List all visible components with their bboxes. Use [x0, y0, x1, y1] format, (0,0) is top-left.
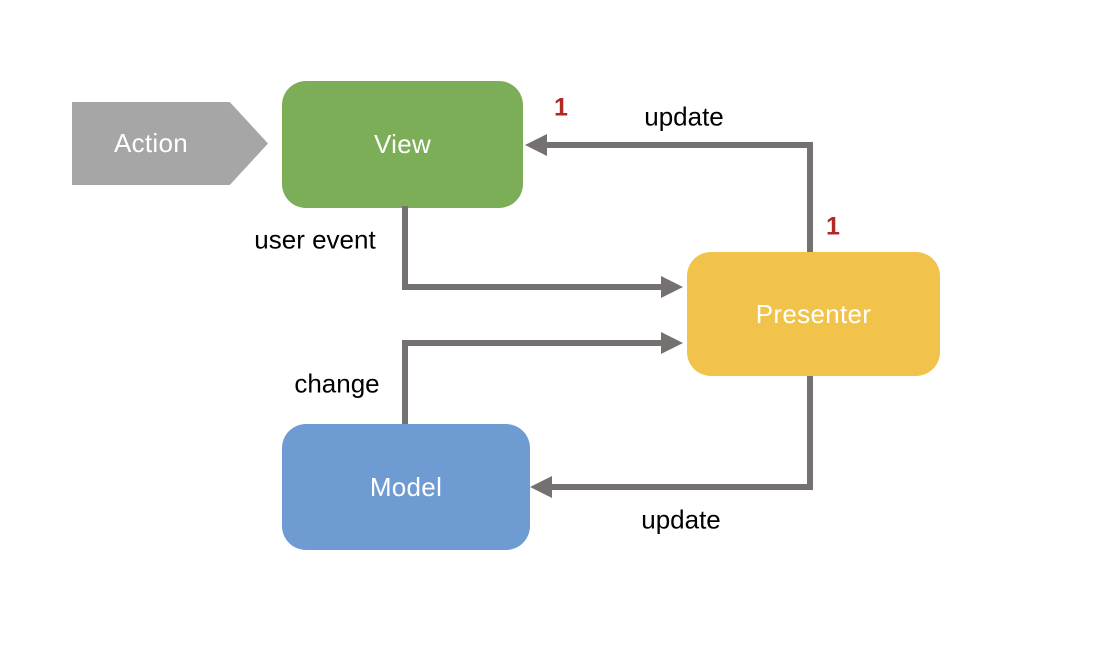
presenter-label: Presenter	[755, 298, 872, 329]
model-node: Model	[282, 424, 530, 550]
model-label: Model	[369, 471, 443, 502]
presenter-node: Presenter	[687, 252, 940, 376]
action-chevron-shape: Action	[72, 102, 268, 185]
view-label: View	[373, 129, 432, 159]
sequence-marker-near-presenter: 1	[826, 212, 840, 241]
update-view-connector-vertical	[807, 142, 813, 252]
user-event-connector-vertical	[402, 206, 408, 290]
update-model-arrowhead-icon	[530, 476, 552, 498]
user-event-connector-horizontal	[402, 284, 661, 290]
change-connector-horizontal	[402, 340, 661, 346]
action-label: Action	[113, 128, 189, 158]
user-event-arrowhead-icon	[661, 276, 683, 298]
update-view-edge-label: update	[644, 101, 724, 132]
change-connector-vertical	[402, 340, 408, 424]
change-edge-label: change	[294, 368, 380, 399]
update-view-arrowhead-icon	[525, 134, 547, 156]
sequence-marker-near-view: 1	[554, 93, 568, 122]
user-event-edge-label: user event	[254, 224, 376, 255]
update-model-connector-vertical	[807, 376, 813, 490]
update-view-connector-horizontal	[546, 142, 813, 148]
view-node: View	[282, 81, 523, 208]
change-arrowhead-icon	[661, 332, 683, 354]
update-model-edge-label: update	[641, 504, 721, 535]
update-model-connector-horizontal	[552, 484, 813, 490]
